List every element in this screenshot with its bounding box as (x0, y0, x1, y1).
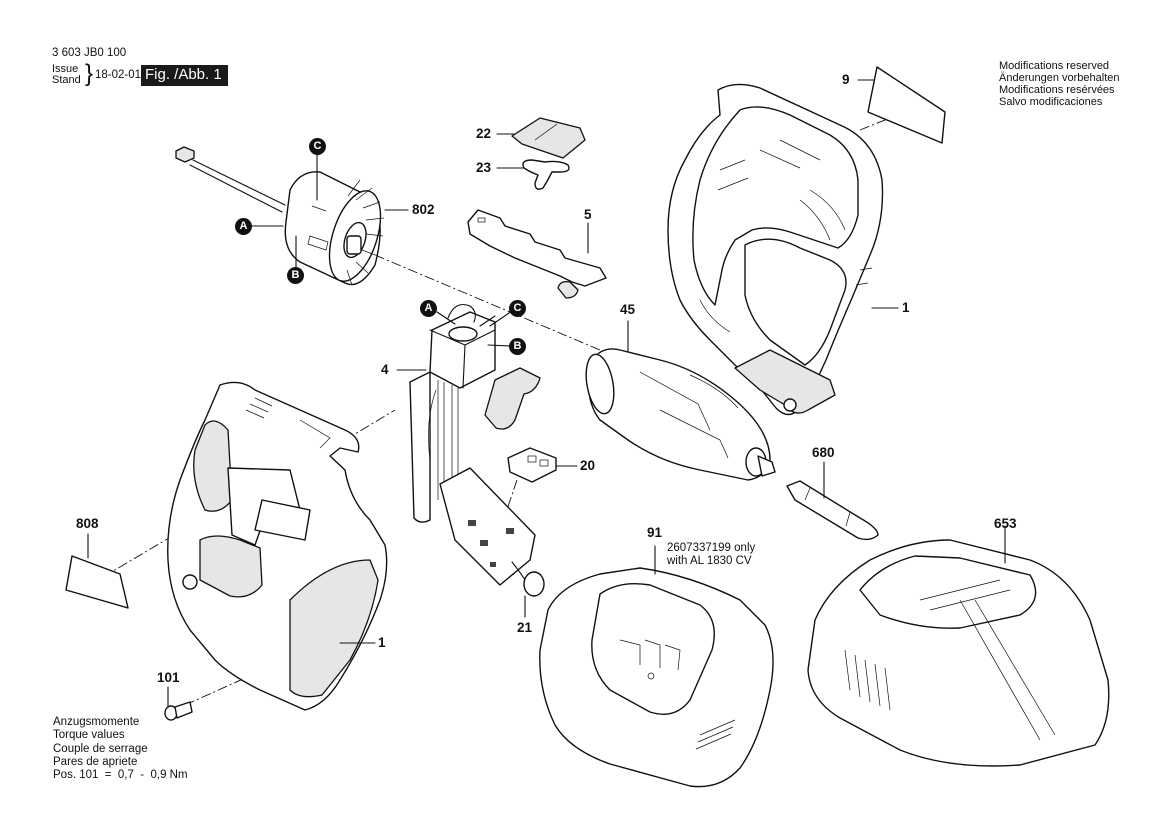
callout-45[interactable]: 45 (620, 302, 636, 317)
housing-shell-1-right[interactable] (667, 83, 884, 416)
switch-assembly-4[interactable] (409, 303, 541, 586)
callout-808[interactable]: 808 (76, 516, 99, 531)
modifications-line-fr: Modifications resérvées (999, 84, 1115, 96)
callout-653[interactable]: 653 (994, 516, 1017, 531)
nameplate-808[interactable] (65, 555, 129, 609)
callout-9[interactable]: 9 (842, 72, 850, 87)
callout-4[interactable]: 4 (381, 362, 389, 377)
callout-5[interactable]: 5 (584, 207, 592, 222)
modifications-line-de: Änderungen vorbehalten (999, 72, 1120, 84)
gearbox-chuck-45[interactable] (582, 348, 776, 481)
callout-101[interactable]: 101 (157, 670, 180, 685)
screwdriver-bit-680[interactable] (786, 480, 879, 541)
callout-680[interactable]: 680 (812, 445, 835, 460)
document-number: 3 603 JB0 100 (52, 47, 127, 59)
led-21[interactable] (511, 561, 545, 597)
issue-label-de: Stand (52, 74, 81, 86)
torque-line-de: Anzugsmomente (53, 716, 140, 728)
issue-date: 18-02-01 (95, 69, 142, 81)
callout-22[interactable]: 22 (476, 126, 492, 141)
marker-a-motor: A (235, 218, 252, 235)
torque-line-fr: Couple de serrage (53, 742, 148, 755)
assembly-axis-motor (374, 254, 601, 351)
modifications-line-en: Modifications reserved (999, 60, 1110, 72)
callout-802[interactable]: 802 (412, 202, 435, 217)
part-note-91-line-1: 2607337199 only (667, 542, 756, 554)
figure-label: Fig. /Abb. 1 (141, 65, 228, 86)
battery-pack-91[interactable] (539, 567, 774, 788)
label-9[interactable] (867, 66, 946, 144)
charger-653[interactable] (807, 539, 1110, 767)
issue-labels: Issue Stand (52, 64, 81, 86)
marker-b-switch: B (509, 338, 526, 355)
callout-23[interactable]: 23 (476, 160, 492, 175)
callout-20[interactable]: 20 (580, 458, 596, 473)
marker-a-switch: A (420, 300, 437, 317)
slide-switch-5[interactable] (467, 209, 607, 299)
switch-cap-22[interactable] (511, 117, 586, 159)
callout-21[interactable]: 21 (517, 620, 533, 635)
modifications-line-es: Salvo modificaciones (999, 96, 1103, 108)
modifications-notice: Modifications reserved Änderungen vorbeh… (999, 60, 1119, 108)
electronic-module-20[interactable] (507, 447, 557, 483)
housing-shell-1-left[interactable] (167, 381, 388, 711)
marker-b-motor: B (287, 267, 304, 284)
leader-lines (87, 79, 1006, 707)
torque-line-es: Pares de apriete (53, 755, 138, 768)
callout-1-top[interactable]: 1 (902, 300, 910, 315)
torque-spec: Pos. 101 = 0,7 - 0,9 Nm (53, 769, 188, 782)
torque-note: Anzugsmomente Torque values Couple de se… (53, 716, 188, 782)
part-note-91: 2607337199 only with AL 1830 CV (667, 542, 755, 568)
torque-line-en: Torque values (53, 729, 125, 742)
issue-brace: } (85, 60, 94, 87)
spring-23[interactable] (522, 159, 570, 190)
dc-motor-802[interactable] (175, 146, 390, 287)
screw-101[interactable] (164, 701, 193, 721)
callout-1-bottom[interactable]: 1 (378, 635, 386, 650)
callout-91[interactable]: 91 (647, 525, 663, 540)
marker-c-motor: C (309, 138, 326, 155)
part-note-91-line-2: with AL 1830 CV (667, 555, 752, 567)
marker-c-switch: C (509, 300, 526, 317)
issue-label-en: Issue (52, 63, 79, 75)
